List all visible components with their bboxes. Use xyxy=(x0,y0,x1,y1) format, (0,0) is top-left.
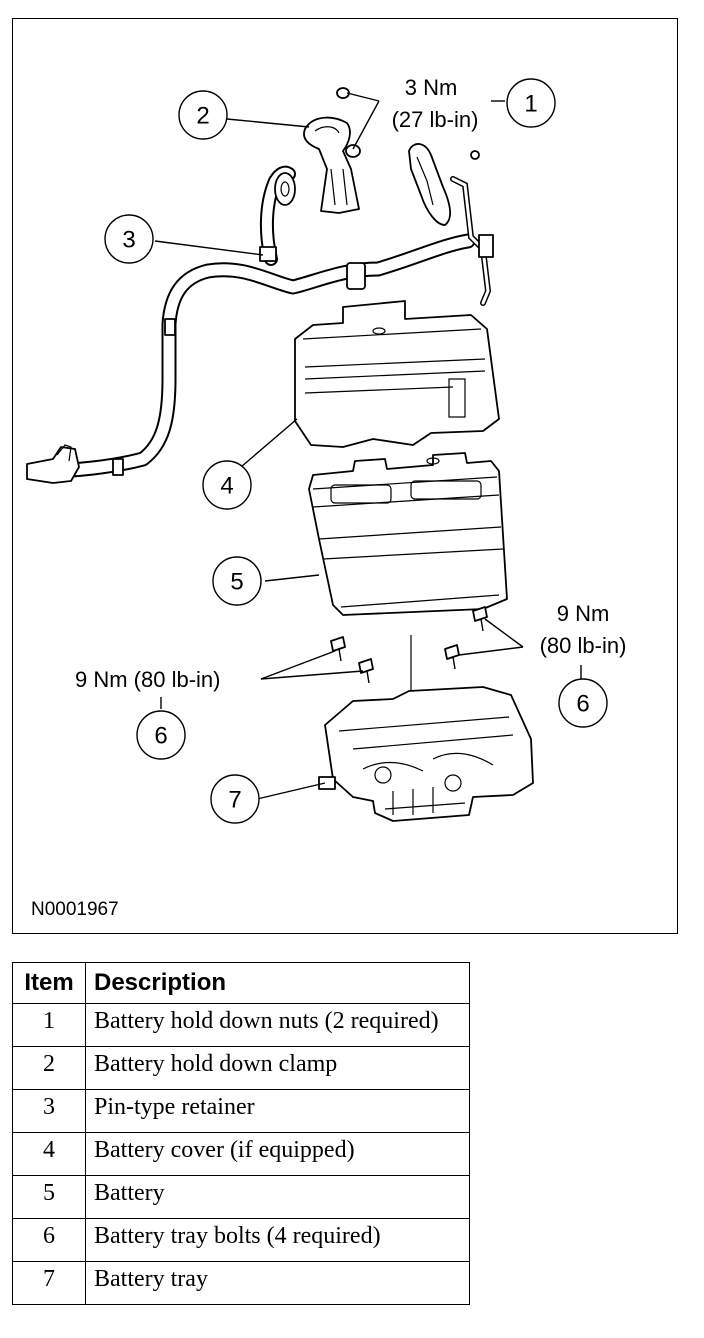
battery-cover xyxy=(294,300,500,448)
tray-bolt xyxy=(472,606,488,632)
legend-row: 2 Battery hold down clamp xyxy=(12,1046,470,1090)
legend-item-number: 2 xyxy=(12,1046,86,1090)
callout-number: 2 xyxy=(196,103,209,130)
torque-nuts-lbin: (27 lb-in) xyxy=(392,107,479,132)
legend-item-description: Battery hold down clamp xyxy=(85,1046,470,1090)
leader-lines xyxy=(154,92,582,800)
callout-number: 6 xyxy=(154,723,167,750)
hold-down-nut xyxy=(345,144,361,158)
battery xyxy=(308,452,508,616)
legend-row: 7 Battery tray xyxy=(12,1261,470,1305)
callout-1: 1 xyxy=(506,78,556,128)
legend-header-description: Description xyxy=(85,962,470,1004)
legend-item-description: Pin-type retainer xyxy=(85,1089,470,1133)
legend-row: 1 Battery hold down nuts (2 required) xyxy=(12,1003,470,1047)
legend-item-number: 5 xyxy=(12,1175,86,1219)
legend-row: 4 Battery cover (if equipped) xyxy=(12,1132,470,1176)
legend-item-description: Battery hold down nuts (2 required) xyxy=(85,1003,470,1047)
callout-7: 7 xyxy=(210,774,260,824)
callout-number: 7 xyxy=(228,787,241,814)
callout-number: 1 xyxy=(524,91,537,118)
torque-bolts-left: 9 Nm (80 lb-in) xyxy=(75,667,220,692)
callout-4: 4 xyxy=(202,460,252,510)
legend-row: 5 Battery xyxy=(12,1175,470,1219)
battery-tray xyxy=(318,635,534,822)
legend-item-number: 1 xyxy=(12,1003,86,1047)
callout-6-left: 6 xyxy=(136,697,186,760)
legend-item-number: 7 xyxy=(12,1261,86,1305)
legend-row: 6 Battery tray bolts (4 required) xyxy=(12,1218,470,1262)
tray-bolt xyxy=(444,644,460,670)
legend-item-description: Battery cover (if equipped) xyxy=(85,1132,470,1176)
pin-type-retainer xyxy=(259,246,277,262)
callout-number: 5 xyxy=(230,569,243,596)
tray-bolt xyxy=(330,636,346,662)
exploded-view-figure: 3 Nm (27 lb-in) 9 Nm (80 lb-in) 9 Nm (80… xyxy=(12,18,678,934)
legend-item-description: Battery tray xyxy=(85,1261,470,1305)
torque-bolts-right-lbin: (80 lb-in) xyxy=(540,633,627,658)
callout-number: 6 xyxy=(576,691,589,718)
callout-6-right: 6 xyxy=(558,678,608,728)
harness-connector xyxy=(26,446,80,484)
battery-assembly-illustration: 3 Nm (27 lb-in) 9 Nm (80 lb-in) 9 Nm (80… xyxy=(26,75,627,920)
legend-header-item: Item xyxy=(12,962,86,1004)
torque-nuts-nm: 3 Nm xyxy=(405,75,458,100)
legend-item-description: Battery tray bolts (4 required) xyxy=(85,1218,470,1262)
callout-number: 3 xyxy=(122,227,135,254)
callout-number: 4 xyxy=(220,473,233,500)
legend-row: 3 Pin-type retainer xyxy=(12,1089,470,1133)
tray-bolt xyxy=(358,658,374,684)
battery-cable-harness xyxy=(26,143,494,484)
terminal-bracket xyxy=(408,143,451,226)
callout-5: 5 xyxy=(212,556,262,606)
legend-item-number: 4 xyxy=(12,1132,86,1176)
callout-3: 3 xyxy=(104,214,154,264)
legend-item-number: 6 xyxy=(12,1218,86,1262)
legend-table: Item Description 1 Battery hold down nut… xyxy=(12,962,470,1305)
legend-item-number: 3 xyxy=(12,1089,86,1133)
hold-down-clamp xyxy=(303,116,360,214)
callout-2: 2 xyxy=(178,90,228,140)
torque-bolts-right-nm: 9 Nm xyxy=(557,601,610,626)
legend-item-description: Battery xyxy=(85,1175,470,1219)
legend-header-row: Item Description xyxy=(12,962,470,1004)
figure-id: N0001967 xyxy=(31,899,119,920)
